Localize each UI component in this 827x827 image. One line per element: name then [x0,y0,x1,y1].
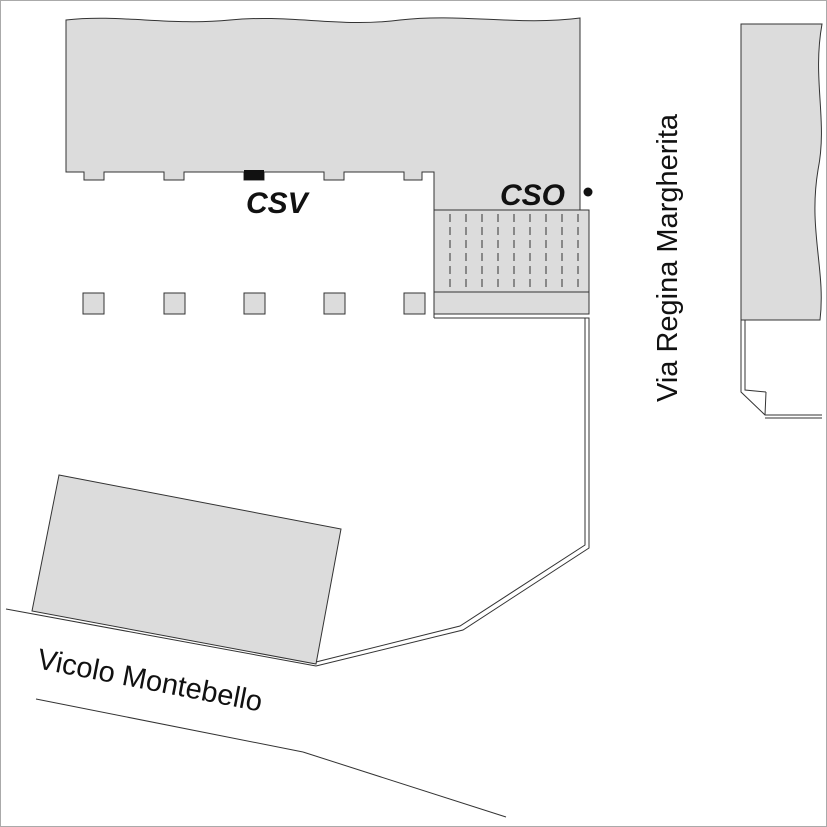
lower-building [31,474,342,665]
stair-block [433,209,590,293]
pillar [82,292,105,315]
vicolo-montebello-edge-south [35,698,304,753]
courtyard-wall-inner [315,318,586,663]
csv-label: CSV [246,187,311,220]
pillar [163,292,186,315]
vicolo-montebello-edge-south-end [302,751,507,818]
vicolo-montebello-edge-north [5,608,317,667]
right-building [740,23,823,321]
pillar [323,292,346,315]
pillar [243,292,266,315]
csv-marker [244,170,264,180]
cso-label: CSO [500,179,565,212]
courtyard-wall-outer [315,317,590,667]
landing-strip [433,291,590,315]
right-building-annex-inner [744,320,822,419]
pillar [403,292,426,315]
right-building-annex [740,320,822,416]
pillar-row [82,292,426,315]
cso-marker [583,187,593,197]
via-regina-margherita-label: Via Regina Margherita [652,113,684,402]
